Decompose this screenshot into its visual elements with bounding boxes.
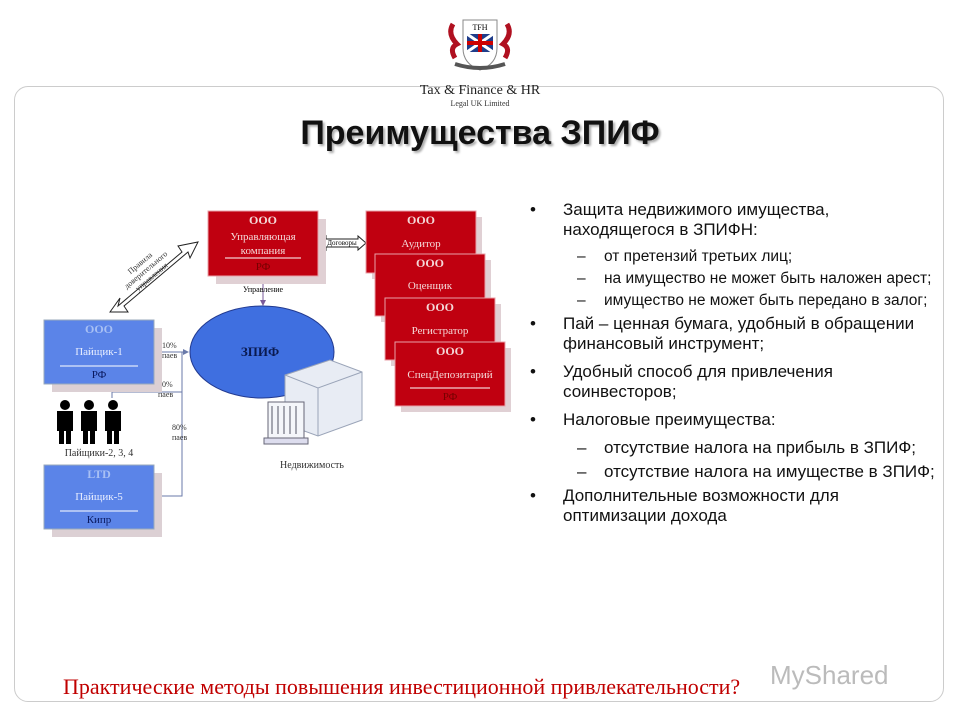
box-type: ООО bbox=[249, 213, 277, 227]
share-label: 10% bbox=[158, 380, 173, 389]
box-type: LTD bbox=[87, 467, 111, 481]
people-icon bbox=[57, 400, 121, 444]
box-type: ООО bbox=[85, 322, 113, 336]
share-label: паев bbox=[162, 351, 177, 360]
box-type: ООО bbox=[426, 300, 454, 314]
share-label: 10% bbox=[162, 341, 177, 350]
bullet-item: Дополнительные возможности для оптимизац… bbox=[530, 486, 940, 526]
box-name: Управляющая bbox=[230, 231, 295, 243]
slide-frame bbox=[14, 86, 944, 702]
holder5-box: LTD Пайщик-5 Кипр bbox=[43, 464, 162, 537]
share-label: паев bbox=[158, 390, 173, 399]
contracts-label: Договоры bbox=[327, 239, 357, 247]
crest-icon: TFH bbox=[448, 19, 512, 71]
emblem-text: TFH bbox=[472, 23, 487, 32]
building-icon bbox=[263, 359, 363, 445]
holder1-box: ООО Пайщик-1 РФ bbox=[43, 319, 162, 392]
bullet-item: Налоговые преимущества: bbox=[530, 410, 940, 430]
box-type: ООО bbox=[407, 213, 435, 227]
box-country: РФ bbox=[92, 369, 107, 381]
firm-name: Tax & Finance & HR bbox=[419, 83, 541, 98]
footer-text: Практические методы повышения инвестицио… bbox=[63, 674, 741, 699]
management-company-box: ООО Управляющая компания РФ bbox=[207, 210, 326, 284]
box-country: РФ bbox=[256, 261, 271, 273]
firm-subtitle: Legal UK Limited bbox=[450, 99, 510, 108]
box-name: Пайщик-5 bbox=[75, 491, 123, 503]
sub-bullet-item: от претензий третьих лиц; bbox=[530, 248, 940, 266]
sub-bullet-item: отсутствие налога на имуществе в ЗПИФ; bbox=[530, 462, 940, 482]
bullet-item: Удобный способ для привлечения соинвесто… bbox=[530, 362, 940, 402]
depositary-box: ООО СпецДепозитарий РФ bbox=[394, 341, 511, 412]
fund-diagram: Управление 10% паев 10% паев 80% паев Пр… bbox=[43, 210, 511, 537]
box-name: Оценщик bbox=[408, 280, 453, 292]
slide-title: Преимущества ЗПИФ bbox=[300, 114, 660, 152]
box-country: РФ bbox=[443, 391, 458, 403]
management-label: Управление bbox=[243, 285, 284, 294]
box-country: Кипр bbox=[87, 514, 112, 526]
box-name: СпецДепозитарий bbox=[407, 369, 492, 381]
logo: TFH Tax & Finance & HR Legal UK Limited bbox=[400, 14, 560, 108]
sub-bullet-item: отсутствие налога на прибыль в ЗПИФ; bbox=[530, 438, 940, 458]
box-type: ООО bbox=[436, 344, 464, 358]
holders-label: Пайщики-2, 3, 4 bbox=[65, 448, 134, 459]
box-name: Регистратор bbox=[412, 325, 469, 337]
box-type: ООО bbox=[416, 256, 444, 270]
bullet-item: Защита недвижимого имущества, находящего… bbox=[530, 200, 940, 240]
rules-double-arrow: Правила доверительного управления bbox=[109, 241, 199, 313]
advantages-list: Защита недвижимого имущества, находящего… bbox=[530, 200, 940, 534]
bullet-item: Пай – ценная бумага, удобный в обращении… bbox=[530, 314, 940, 354]
sub-bullet-item: на имущество не может быть наложен арест… bbox=[530, 270, 940, 288]
box-name: Пайщик-1 bbox=[75, 346, 123, 358]
sub-bullet-item: имущество не может быть передано в залог… bbox=[530, 292, 940, 310]
share-label: паев bbox=[172, 433, 187, 442]
box-name: компания bbox=[241, 245, 286, 257]
share-label: 80% bbox=[172, 423, 187, 432]
fund-label: ЗПИФ bbox=[241, 344, 279, 359]
box-name: Аудитор bbox=[401, 238, 441, 250]
realty-label: Недвижимость bbox=[280, 460, 344, 471]
watermark: MyShared bbox=[770, 660, 889, 690]
